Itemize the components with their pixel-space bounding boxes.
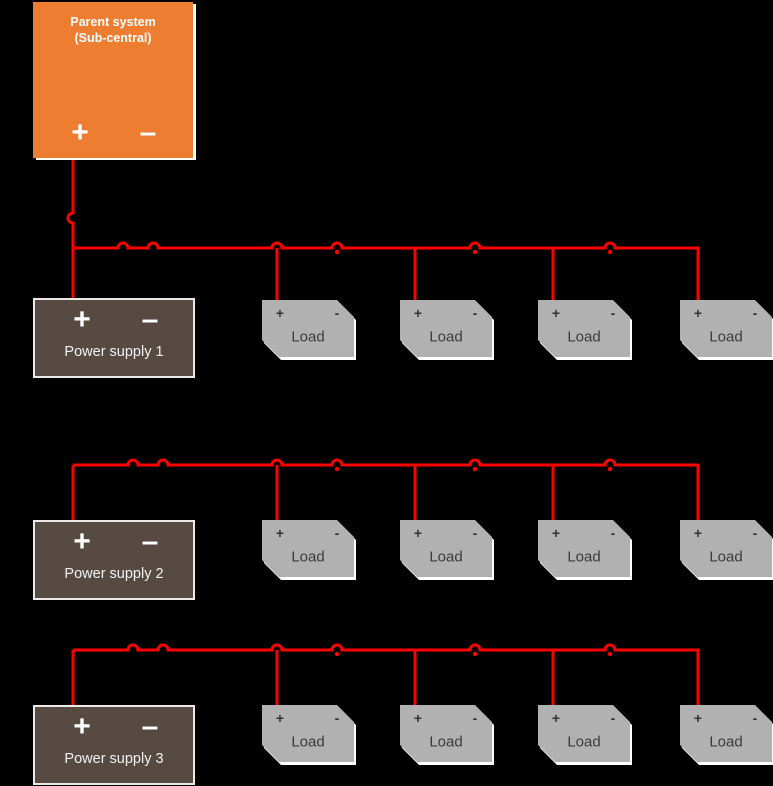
load-minus-terminal: - (752, 710, 758, 726)
load-box-r3c4: + - Load (680, 705, 772, 762)
load-plus-terminal: + (551, 305, 561, 321)
junction-dot (607, 651, 613, 657)
load-box-r3c3: + - Load (538, 705, 630, 762)
power-supply-2-box: + – Power supply 2 (33, 520, 195, 600)
load-plus-terminal: + (551, 710, 561, 726)
parent-minus-terminal: – (139, 116, 157, 149)
wire-bus-row1 (73, 241, 700, 300)
load-plus-terminal: + (413, 305, 423, 321)
load-label: Load (567, 548, 601, 566)
load-box-r2c3: + - Load (538, 520, 630, 577)
load-face: + - Load (262, 300, 354, 357)
load-minus-terminal: - (334, 525, 340, 541)
load-box-r1c1: + - Load (262, 300, 354, 357)
load-label: Load (429, 548, 463, 566)
parent-system-box: Parent system (Sub-central) + – (33, 2, 193, 158)
load-face: + - Load (400, 520, 492, 577)
load-label: Load (567, 328, 601, 346)
power-supply-3-box: + – Power supply 3 (33, 705, 195, 785)
load-minus-terminal: - (752, 305, 758, 321)
junction-dot (472, 651, 478, 657)
load-minus-terminal: - (610, 525, 616, 541)
load-minus-terminal: - (610, 305, 616, 321)
load-label: Load (291, 328, 325, 346)
load-plus-terminal: + (413, 525, 423, 541)
load-box-r3c1: + - Load (262, 705, 354, 762)
load-minus-terminal: - (610, 710, 616, 726)
load-label: Load (429, 328, 463, 346)
load-minus-terminal: - (472, 710, 478, 726)
wire-taps-row3 (275, 650, 555, 705)
load-face: + - Load (680, 300, 772, 357)
load-plus-terminal: + (551, 525, 561, 541)
load-minus-terminal: - (334, 710, 340, 726)
junction-dot (334, 249, 340, 255)
load-minus-terminal: - (334, 305, 340, 321)
load-minus-terminal: - (752, 525, 758, 541)
load-plus-terminal: + (413, 710, 423, 726)
load-face: + - Load (538, 520, 630, 577)
ps2-plus-terminal: + (73, 525, 91, 558)
load-label: Load (291, 733, 325, 751)
load-face: + - Load (680, 520, 772, 577)
load-plus-terminal: + (275, 710, 285, 726)
load-box-r1c3: + - Load (538, 300, 630, 357)
ps2-minus-terminal: – (141, 525, 159, 558)
wire-taps-row2 (275, 465, 555, 520)
load-label: Load (709, 733, 743, 751)
load-label: Load (429, 733, 463, 751)
parent-title-line2: (Sub-central) (74, 31, 152, 45)
junction-dot (607, 249, 613, 255)
load-face: + - Load (400, 300, 492, 357)
load-plus-terminal: + (693, 305, 703, 321)
load-label: Load (567, 733, 601, 751)
load-face: + - Load (262, 705, 354, 762)
wire-taps-row1 (275, 248, 555, 300)
ps1-plus-terminal: + (73, 303, 91, 336)
load-box-r1c4: + - Load (680, 300, 772, 357)
load-box-r2c4: + - Load (680, 520, 772, 577)
load-plus-terminal: + (275, 525, 285, 541)
load-plus-terminal: + (275, 305, 285, 321)
parent-title-line1: Parent system (70, 15, 156, 29)
load-face: + - Load (538, 705, 630, 762)
load-face: + - Load (262, 520, 354, 577)
wire-parent-feed (66, 158, 75, 298)
load-label: Load (709, 328, 743, 346)
ps3-plus-terminal: + (73, 710, 91, 743)
load-box-r2c1: + - Load (262, 520, 354, 577)
load-minus-terminal: - (472, 305, 478, 321)
load-plus-terminal: + (693, 710, 703, 726)
ps3-label: Power supply 3 (64, 751, 164, 767)
load-box-r3c2: + - Load (400, 705, 492, 762)
junction-dot (334, 651, 340, 657)
load-label: Load (709, 548, 743, 566)
wire-bus-row2 (73, 458, 700, 520)
load-box-r1c2: + - Load (400, 300, 492, 357)
ps1-minus-terminal: – (141, 303, 159, 336)
wire-bus-row3 (73, 643, 700, 705)
ps1-label: Power supply 1 (64, 344, 164, 360)
ps2-label: Power supply 2 (64, 566, 164, 582)
junction-dot (472, 466, 478, 472)
junction-dot (334, 466, 340, 472)
junction-dot (472, 249, 478, 255)
ps3-minus-terminal: – (141, 710, 159, 743)
junction-dot (607, 466, 613, 472)
load-plus-terminal: + (693, 525, 703, 541)
load-label: Load (291, 548, 325, 566)
load-face: + - Load (538, 300, 630, 357)
parent-plus-terminal: + (71, 116, 89, 149)
power-supply-1-box: + – Power supply 1 (33, 298, 195, 378)
load-face: + - Load (680, 705, 772, 762)
parent-system-title: Parent system (Sub-central) (33, 14, 193, 46)
load-box-r2c2: + - Load (400, 520, 492, 577)
load-minus-terminal: - (472, 525, 478, 541)
load-face: + - Load (400, 705, 492, 762)
